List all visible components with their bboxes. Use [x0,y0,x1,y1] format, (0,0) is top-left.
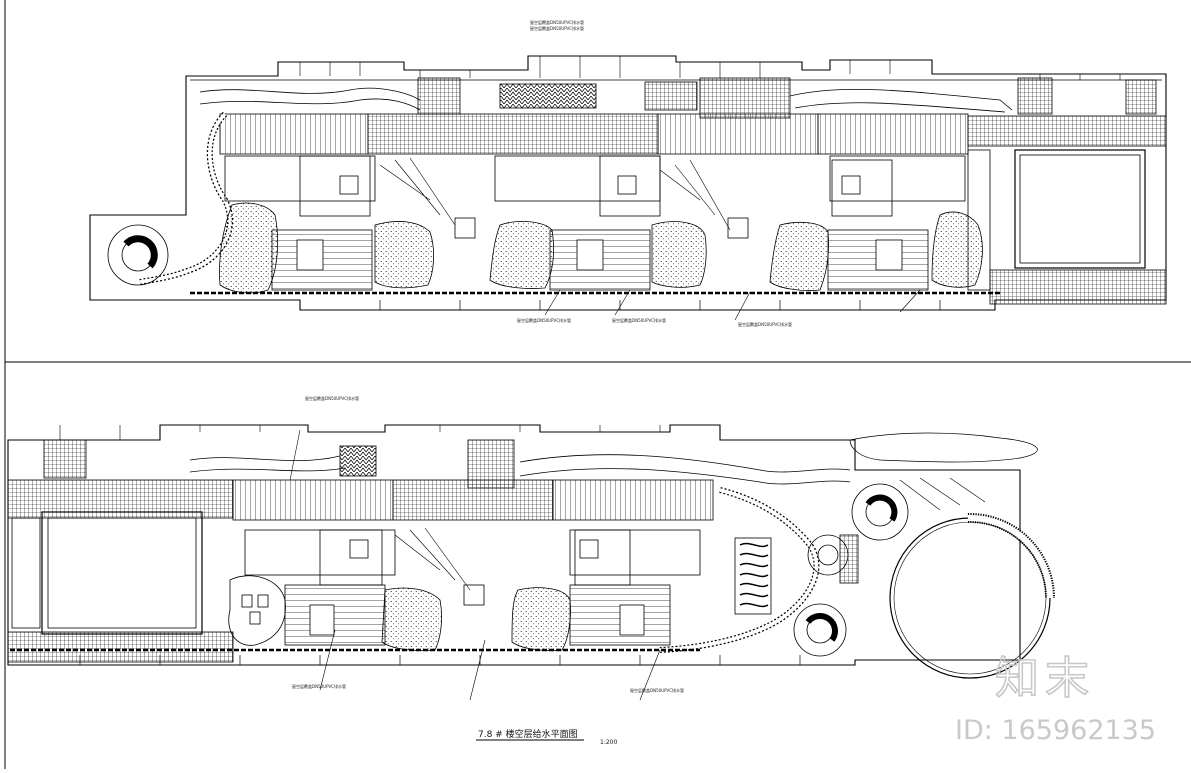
lower-plan [7,424,1055,701]
note-text: 屋空层覆盖DN50UPVC排水管 [305,395,359,401]
note-text: 屋空层覆盖DN50UPVC排水管 [738,321,792,327]
watermark: 知末 ID: 165962135 [955,652,1156,746]
drawing-title-block: 7.8 # 楼空层给水平面图 1:200 [476,728,617,746]
watermark-logo: 知末 [995,653,1095,704]
sheet-frame [4,0,1191,769]
drawing-scale: 1:200 [600,739,617,746]
drawing-title: 7.8 # 楼空层给水平面图 [478,728,578,740]
note-text: 屋空层覆盖DN50UPVC排水管 [530,19,584,25]
lower-plan-notes: 屋空层覆盖DN50UPVC排水管 屋空层覆盖DN50UPVC排水管 屋空层覆盖D… [292,395,684,693]
note-text: 屋空层覆盖DN50UPVC排水管 [612,317,666,323]
note-text: 屋空层覆盖DN50UPVC排水管 [517,317,571,323]
watermark-id: ID: 165962135 [955,715,1156,746]
note-text: 屋空层覆盖DN50UPVC排水管 [630,687,684,693]
upper-plan [89,55,1167,321]
upper-plan-notes: 屋空层覆盖DN50UPVC排水管 屋空层覆盖DN50UPVC排水管 屋空层覆盖D… [517,19,792,327]
note-text: 屋空层覆盖DN50UPVC排水管 [292,683,346,689]
note-text: 屋空层覆盖DN50UPVC排水管 [530,25,584,31]
